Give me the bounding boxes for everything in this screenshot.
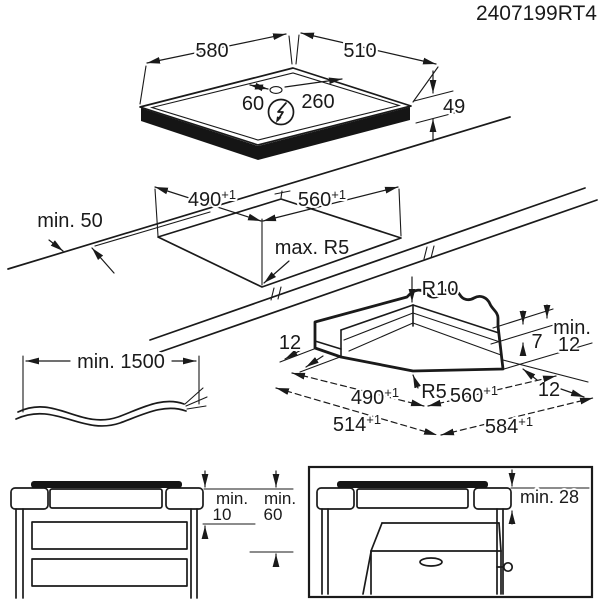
min-word-1-label: min. xyxy=(216,489,248,508)
oven-clearance-label: min. 28 xyxy=(520,487,579,507)
glass-inner-edge xyxy=(149,72,402,141)
dim-rear-clearance: min. 50 xyxy=(35,208,211,274)
part-number: 2407199RT4 xyxy=(476,2,597,25)
connection-oval xyxy=(269,86,283,94)
worktop-right xyxy=(165,487,204,510)
dim-cutout-corner-radius: max. R5 xyxy=(263,235,351,284)
corner-radius-label: max. R5 xyxy=(275,237,349,259)
dim-ledge-right: 12 xyxy=(522,368,585,403)
worktop-left-2 xyxy=(316,487,355,510)
ledge-left-label: 12 xyxy=(279,332,301,354)
hob-body-section-2 xyxy=(356,488,469,509)
inner-width-label: 560+1 xyxy=(450,383,498,407)
edge-profile-detail: R10 R5 12 7 min. 12 xyxy=(275,276,594,440)
cable-view: min. 1500 xyxy=(15,349,208,427)
dim-cutout-depth: 490+1 xyxy=(154,185,262,222)
power-connection-point: 60 260 xyxy=(240,77,343,117)
drawer-clearance-view: min. 10 min. 60 xyxy=(10,470,298,599)
dim-hob-depth: 510 xyxy=(295,32,439,103)
min-word-label: min. xyxy=(553,317,591,339)
gap-1-label: 10 xyxy=(213,505,232,524)
hob-body xyxy=(141,107,410,160)
drawer-1 xyxy=(31,521,188,550)
worktop-left xyxy=(10,487,49,510)
connection-span-label: 260 xyxy=(301,91,334,113)
outer-depth-label: 514+1 xyxy=(333,412,381,436)
top-radius-label: R10 xyxy=(422,278,459,300)
hob-glass-section-2 xyxy=(337,481,488,488)
dim-hob-height: 49 xyxy=(413,70,467,142)
break-mark-icon xyxy=(270,245,435,301)
step-height-label: 7 xyxy=(531,331,542,353)
ledge-right-label: 12 xyxy=(538,379,560,401)
hob-glass-section xyxy=(31,481,182,488)
inner-depth-label: 490+1 xyxy=(351,385,399,409)
dim-min-depth: min. 12 xyxy=(543,304,593,358)
min-value-label: 12 xyxy=(558,334,580,356)
dim-ledge-left: 12 xyxy=(277,330,341,373)
hob-height-label: 49 xyxy=(443,96,465,118)
cable-icon xyxy=(15,387,208,427)
hob-body-section xyxy=(49,488,163,509)
oven-clearance-view: min. 28 xyxy=(307,465,594,599)
drawer-2 xyxy=(31,558,188,587)
dim-hob-width: 580 xyxy=(139,33,293,105)
oven-icon xyxy=(362,522,514,595)
min-word-2-label: min. xyxy=(264,489,296,508)
hob-width-label: 580 xyxy=(195,40,228,62)
dim-cutout-width: 560+1 xyxy=(262,185,399,222)
connection-offset-label: 60 xyxy=(242,93,264,115)
hob-depth-label: 510 xyxy=(343,40,376,62)
cable-length-label: min. 1500 xyxy=(77,351,165,373)
cutout-width-label: 560+1 xyxy=(298,187,346,211)
power-connection-icon xyxy=(267,98,295,126)
dim-top-radius: R10 xyxy=(408,276,460,303)
oven-side-knob xyxy=(502,561,514,573)
rear-clearance-label: min. 50 xyxy=(37,210,103,232)
outer-width-label: 584+1 xyxy=(485,414,533,438)
cutout-plan-view: 490+1 560+1 max. R5 min. 50 xyxy=(35,185,402,288)
hob-isometric-view: 580 510 60 260 49 xyxy=(139,32,467,160)
gap-2-label: 60 xyxy=(264,505,283,524)
worktop-right-2 xyxy=(473,487,512,510)
cutout-depth-label: 490+1 xyxy=(188,187,236,211)
corner-profile-piece xyxy=(313,288,505,373)
dim-outer-edges: 514+1 584+1 xyxy=(275,387,594,440)
dim-bottom-radius: R5 xyxy=(412,374,449,405)
dim-step-height: 7 xyxy=(519,310,545,356)
worktop-front-edge-lines xyxy=(149,187,598,353)
bottom-radius-label: R5 xyxy=(421,381,447,403)
oven-handle xyxy=(419,557,443,567)
